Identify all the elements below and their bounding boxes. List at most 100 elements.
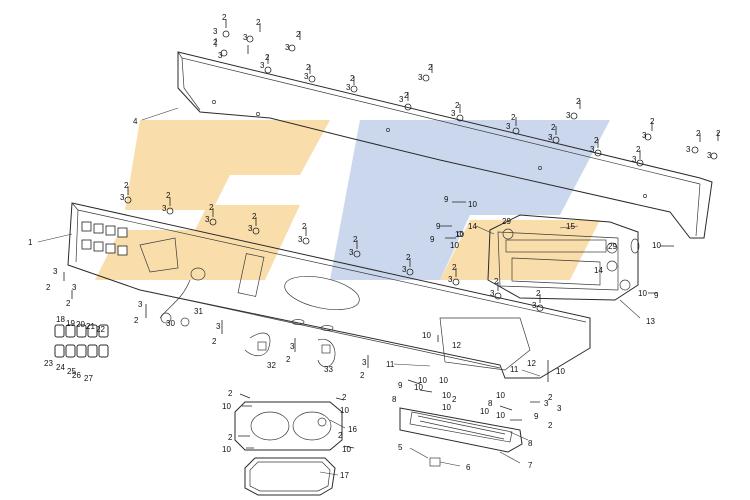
callout-label: 29 xyxy=(502,217,511,226)
callout-label: 3 xyxy=(248,224,253,233)
callout-label: 10 xyxy=(340,406,349,415)
callout-label: 21 xyxy=(86,322,95,331)
callout-label: 2 xyxy=(209,203,214,212)
callout-label: 2 xyxy=(494,277,499,286)
callout-label: 2 xyxy=(252,212,257,221)
callout-label: 10 xyxy=(439,376,448,385)
callout-label: 2 xyxy=(222,13,227,22)
callout-label: 3 xyxy=(53,267,58,276)
callout-label: 3 xyxy=(218,51,223,60)
callout-label: 3 xyxy=(399,95,404,104)
callout-label: 27 xyxy=(84,374,93,383)
callout-label: 2 xyxy=(212,337,217,346)
callout-label: 33 xyxy=(324,365,333,374)
callout-label: 2 xyxy=(350,74,355,83)
callout-label: 2 xyxy=(452,395,457,404)
wiring-harnesses xyxy=(159,279,441,467)
callout-label: 10 xyxy=(414,383,423,392)
callout-label: 2 xyxy=(265,53,270,62)
callout-label: 2 xyxy=(306,63,311,72)
watermark-logo xyxy=(95,120,610,280)
callout-label: 3 xyxy=(362,358,367,367)
callout-label: 7 xyxy=(528,461,533,470)
callout-label: 6 xyxy=(466,463,471,472)
callout-label: 31 xyxy=(194,307,203,316)
callout-label: 3 xyxy=(346,83,351,92)
callout-label: 2 xyxy=(302,222,307,231)
callout-label: 3 xyxy=(285,43,290,52)
lower-console-trim xyxy=(399,407,523,453)
callout-labels: 2 3 2 3 2 3 2 3 2 3 2 3 2 3 2 3 2 3 2 3 … xyxy=(28,13,721,480)
callout-label: 10 xyxy=(422,331,431,340)
callout-label: 3 xyxy=(213,27,218,36)
callout-label: 10 xyxy=(442,391,451,400)
callout-label: 20 xyxy=(76,320,85,329)
callout-label: 2 xyxy=(353,235,358,244)
callout-label: 32 xyxy=(267,361,276,370)
callout-label: 2 xyxy=(338,431,343,440)
callout-label: 3 xyxy=(243,33,248,42)
callout-label: 9 xyxy=(534,412,539,421)
callout-label: 3 xyxy=(451,109,456,118)
callout-label: 10 xyxy=(480,407,489,416)
callout-label: 2 xyxy=(636,145,641,154)
callout-label: 13 xyxy=(646,317,655,326)
callout-label: 10 xyxy=(468,200,477,209)
callout-label: 3 xyxy=(216,322,221,331)
callout-label: 11 xyxy=(510,365,519,374)
callout-label: 10 xyxy=(222,402,231,411)
callout-label: 24 xyxy=(56,363,65,372)
callout-label: 3 xyxy=(548,133,553,142)
callout-label: 2 xyxy=(360,371,365,380)
callout-label: 3 xyxy=(260,61,265,70)
callout-label: 9 xyxy=(436,222,441,231)
callout-label: 3 xyxy=(162,204,167,213)
callout-label: 2 xyxy=(455,101,460,110)
callout-label: 2 xyxy=(124,181,129,190)
callout-label: 11 xyxy=(386,360,395,369)
callout-label: 2 xyxy=(548,421,553,430)
callout-label: 25 xyxy=(67,367,76,376)
callout-label: 10 xyxy=(496,411,505,420)
callout-label: 3 xyxy=(532,301,537,310)
callout-label: 2 xyxy=(66,299,71,308)
cup-holder-frame xyxy=(234,401,343,451)
callout-label: 3 xyxy=(349,248,354,257)
callout-label: 2 xyxy=(536,289,541,298)
callout-label: 3 xyxy=(632,155,637,164)
callout-label: 9 xyxy=(444,195,449,204)
callout-label: 3 xyxy=(72,283,77,292)
callout-label: 5 xyxy=(398,443,403,452)
callout-label: 30 xyxy=(166,319,175,328)
callout-label: 2 xyxy=(342,393,347,402)
callout-label: 9 xyxy=(430,235,435,244)
callout-label: 3 xyxy=(490,289,495,298)
callout-label: 10 xyxy=(418,376,427,385)
leader-lines xyxy=(37,107,641,476)
cup-holder-liner xyxy=(244,457,336,496)
callout-label: 3 xyxy=(298,235,303,244)
callout-label: 2 xyxy=(296,30,301,39)
callout-label: 8 xyxy=(488,399,493,408)
watermark-blue-shape xyxy=(330,120,610,280)
callout-label: 3 xyxy=(290,342,295,351)
callout-label: 10 xyxy=(652,241,661,250)
watermark-orange-lower xyxy=(440,220,600,280)
callout-label: 14 xyxy=(594,266,603,275)
callout-label: 3 xyxy=(557,404,562,413)
callout-label: 14 xyxy=(468,222,477,231)
callout-label: 2 xyxy=(576,97,581,106)
callout-label: 3 xyxy=(402,265,407,274)
rocker-switch-set xyxy=(54,324,109,358)
callout-label: 10 xyxy=(450,241,459,250)
callout-label: 2 xyxy=(228,389,233,398)
callout-label: 10 xyxy=(496,391,505,400)
callout-label: 2 xyxy=(256,18,261,27)
callout-label: 10 xyxy=(638,289,647,298)
callout-label: 2 xyxy=(511,113,516,122)
callout-label: 2 xyxy=(428,63,433,72)
callout-label: 3 xyxy=(590,145,595,154)
callout-label: 15 xyxy=(566,222,575,231)
callout-label: 2 xyxy=(134,316,139,325)
callout-label: 10 xyxy=(342,445,351,454)
